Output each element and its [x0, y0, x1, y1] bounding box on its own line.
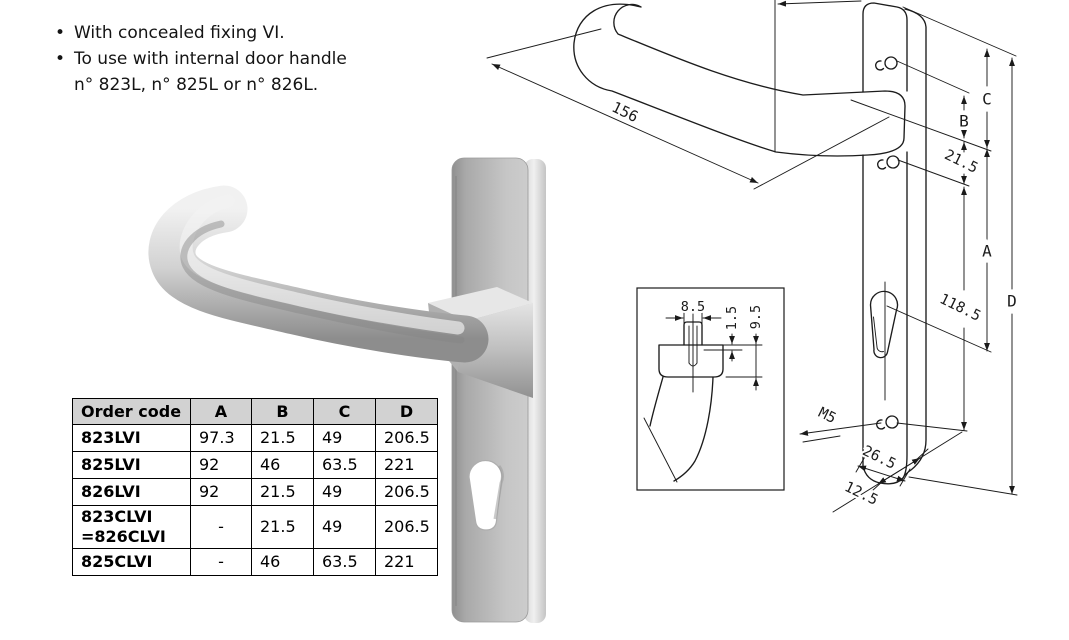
dim-label-d: D: [1007, 292, 1017, 311]
spec-col-header: B: [251, 398, 314, 425]
photo-backplate: [451, 157, 546, 623]
dimension-value-cell: 46: [251, 451, 314, 479]
drawing-backplate: [862, 2, 927, 485]
dim-label-12-5: 12.5: [842, 479, 880, 509]
spec-col-header: C: [313, 398, 376, 425]
photo-cylinder-cutout: [468, 459, 504, 531]
order-code-cell: 826LVI: [72, 478, 191, 506]
dim-26-5: 26.5: [855, 441, 911, 487]
bullet-dot: •: [55, 23, 66, 43]
dim-label-8-5: 8.5: [681, 299, 705, 315]
dimension-value-cell: 97.3: [190, 424, 252, 452]
dimension-value-cell: 63.5: [313, 451, 376, 479]
dim-label-21-5: 21.5: [942, 147, 980, 177]
bullet-item: • With concealed fixing VI.: [55, 20, 399, 46]
dimension-value-cell: 206.5: [375, 478, 438, 506]
dim-label-9-5: 9.5: [748, 305, 764, 329]
dim-12-5: 12.5: [832, 431, 963, 513]
order-code-cell: 825CLVI: [72, 548, 191, 576]
dim-m5: M5: [799, 403, 882, 443]
spec-col-header: Order code: [72, 398, 191, 425]
drawing-screws: [875, 56, 900, 430]
drawing-lever-outline: [573, 3, 906, 157]
order-code-cell: 823CLVI=826CLVI: [72, 505, 191, 549]
dimension-value-cell: 221: [375, 548, 438, 576]
dim-column-outer: D: [1005, 57, 1019, 495]
dimension-value-cell: 49: [313, 505, 376, 549]
dim-label-b: B: [959, 112, 969, 131]
order-code-cell: 825LVI: [72, 451, 191, 479]
dimension-value-cell: 92: [190, 478, 252, 506]
spec-col-header: A: [190, 398, 252, 425]
dimension-value-cell: 206.5: [375, 505, 438, 549]
dim-label-a: A: [982, 242, 992, 261]
dimension-value-cell: -: [190, 505, 252, 549]
bullet-text: To use with internal door handle n° 823L…: [74, 49, 347, 95]
dimension-value-cell: 46: [251, 548, 314, 576]
drawing-reference-lines: [774, 0, 862, 153]
bullet-text: With concealed fixing VI.: [74, 23, 285, 43]
drawing-cylinder-hole: [869, 290, 899, 359]
dim-label-118-5: 118.5: [937, 291, 983, 325]
drawing-extension-lines: [486, 6, 1018, 496]
dimension-value-cell: 221: [375, 451, 438, 479]
technical-drawing: 156 B 21.5 118.5 C A D M5 26.5: [486, 0, 1019, 513]
intro-bullets: • With concealed fixing VI. • To use wit…: [55, 20, 399, 98]
dimension-value-cell: 206.5: [375, 424, 438, 452]
order-code-cell: 823LVI: [72, 424, 191, 452]
dim-label-m5: M5: [816, 405, 839, 427]
dim-label-1-5: 1.5: [724, 306, 740, 330]
dimension-value-cell: 49: [313, 424, 376, 452]
dim-column-middle: C A: [980, 48, 994, 352]
bullet-dot: •: [55, 49, 66, 69]
dimension-value-cell: 49: [313, 478, 376, 506]
dimension-value-cell: 92: [190, 451, 252, 479]
dim-label-156: 156: [609, 98, 641, 126]
dimension-value-cell: -: [190, 548, 252, 576]
bullet-item: • To use with internal door handle n° 82…: [55, 46, 399, 98]
product-photo: [148, 157, 546, 623]
dimension-value-cell: 21.5: [251, 478, 314, 506]
dimension-value-cell: 21.5: [251, 505, 314, 549]
drawing-detail-inset: 8.5 1.5 9.5: [636, 287, 785, 491]
spec-col-header: D: [375, 398, 438, 425]
photo-lever: [148, 185, 489, 363]
dimension-value-cell: 21.5: [251, 424, 314, 452]
dim-156: 156: [491, 63, 759, 184]
dimension-value-cell: 63.5: [313, 548, 376, 576]
dim-label-c: C: [982, 90, 992, 109]
